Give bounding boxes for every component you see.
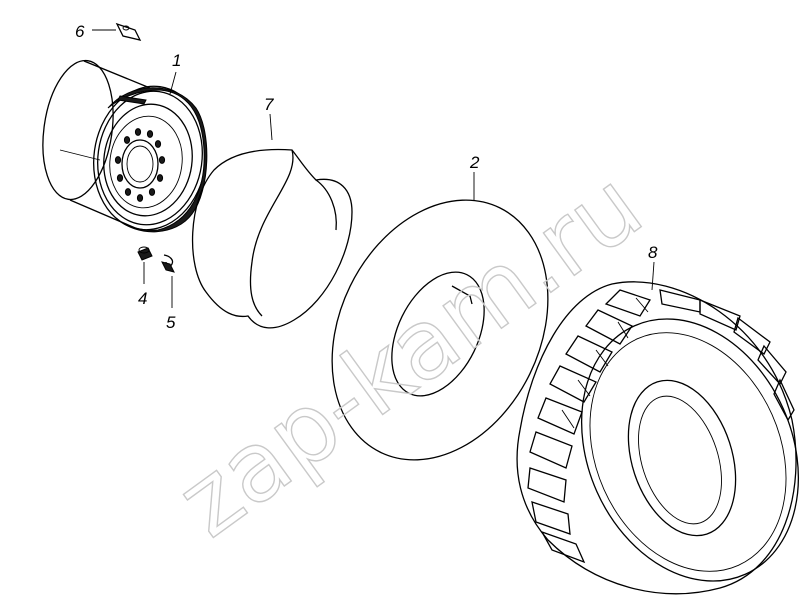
part-5-valve-extension: [161, 254, 175, 308]
label-2: 2: [469, 153, 480, 172]
label-4: 4: [138, 289, 147, 308]
label-6: 6: [75, 22, 85, 41]
label-5: 5: [166, 313, 176, 332]
label-8: 8: [648, 243, 658, 262]
part-7-rim-flap: [191, 113, 353, 329]
part-4-valve-cap: [137, 246, 153, 284]
label-1: 1: [172, 51, 181, 70]
part-2-inner-tube: [331, 172, 549, 461]
part-8-tyre: [516, 261, 800, 595]
part-6-clip: [92, 22, 142, 41]
watermark-text: zap-kam.ru: [158, 149, 662, 558]
label-7: 7: [264, 95, 274, 114]
part-1-wheel-rim: [42, 59, 208, 233]
